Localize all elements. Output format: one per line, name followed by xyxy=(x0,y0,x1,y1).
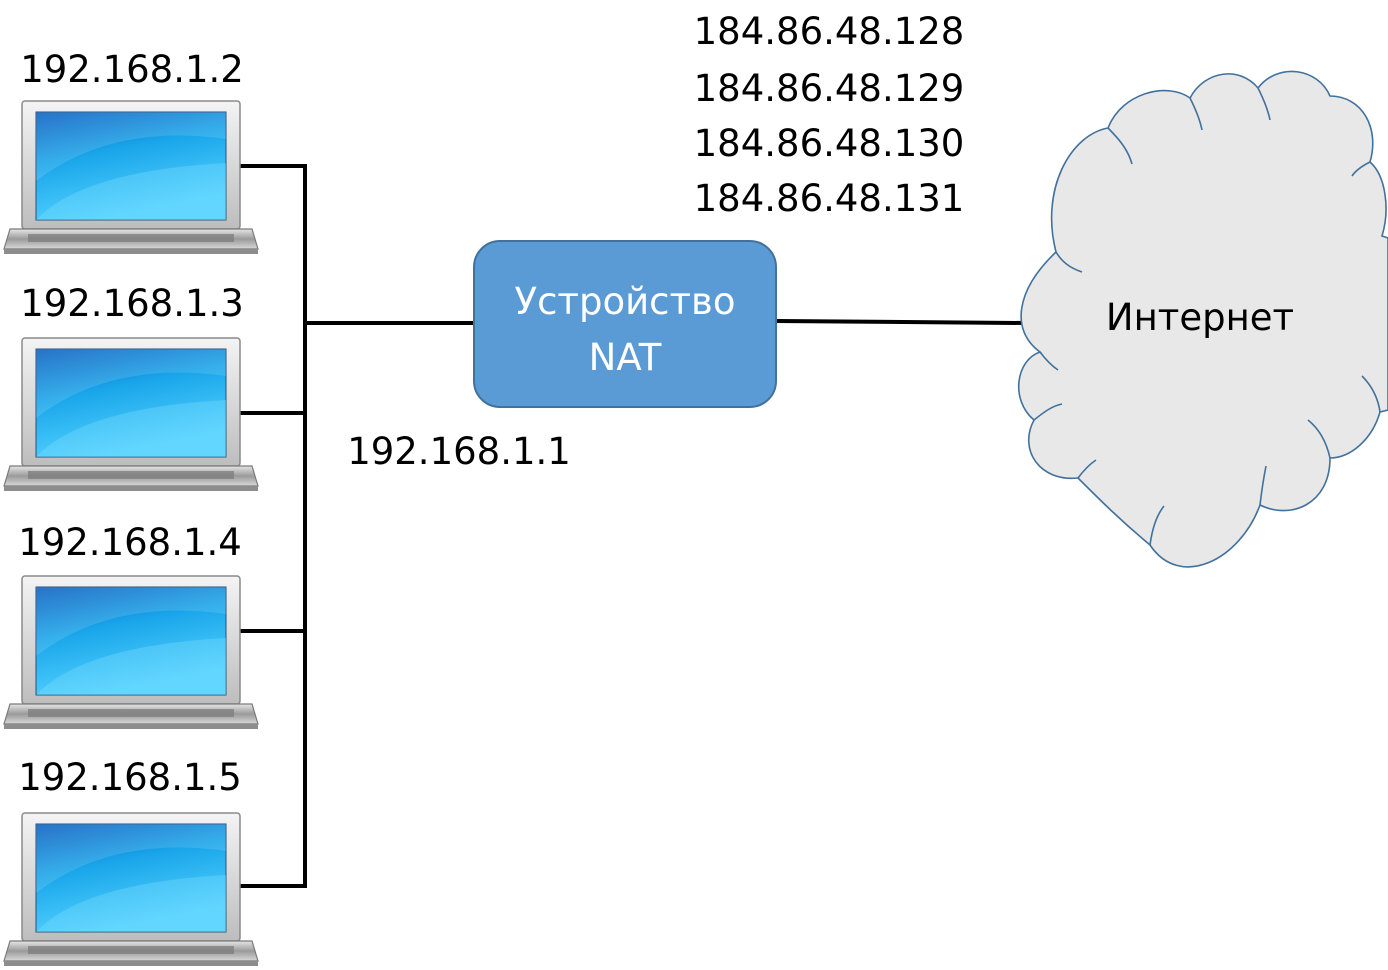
nat-box xyxy=(473,240,777,408)
host-ip-label: 192.168.1.5 xyxy=(18,756,242,799)
host-ip-label: 192.168.1.4 xyxy=(18,521,242,564)
outside-ip: 184.86.48.128 xyxy=(694,10,965,53)
nat-label-line1: Устройство xyxy=(515,280,736,323)
outside-ip: 184.86.48.131 xyxy=(694,177,965,220)
laptop-icon xyxy=(3,575,259,730)
nat-to-internet-wire xyxy=(774,318,1027,326)
host-laptop-3: 192.168.1.4 xyxy=(3,521,259,730)
internet-cloud: Интернет xyxy=(1018,70,1388,568)
laptop-icon xyxy=(3,100,259,255)
nat-device: Устройство NAT xyxy=(473,240,777,408)
internet-label: Интернет xyxy=(1106,296,1294,339)
nat-label-line2: NAT xyxy=(589,336,662,379)
network-wires xyxy=(231,164,1027,888)
host-laptop-1: 192.168.1.2 xyxy=(3,48,259,255)
host-ip-label: 192.168.1.3 xyxy=(20,282,244,325)
nat-outside-ip-list: 184.86.48.128 184.86.48.129 184.86.48.13… xyxy=(694,10,965,220)
outside-ip: 184.86.48.129 xyxy=(694,67,965,110)
cloud-detail-arcs xyxy=(1033,87,1381,546)
cloud-icon xyxy=(1018,70,1388,568)
host-laptop-2: 192.168.1.3 xyxy=(3,282,259,492)
nat-inside-ip: 192.168.1.1 xyxy=(347,430,571,473)
host-ip-label: 192.168.1.2 xyxy=(20,48,244,91)
laptop-icon xyxy=(3,812,259,967)
outside-ip: 184.86.48.130 xyxy=(694,122,965,165)
laptop-icon xyxy=(3,337,259,492)
host-laptop-4: 192.168.1.5 xyxy=(3,756,259,967)
